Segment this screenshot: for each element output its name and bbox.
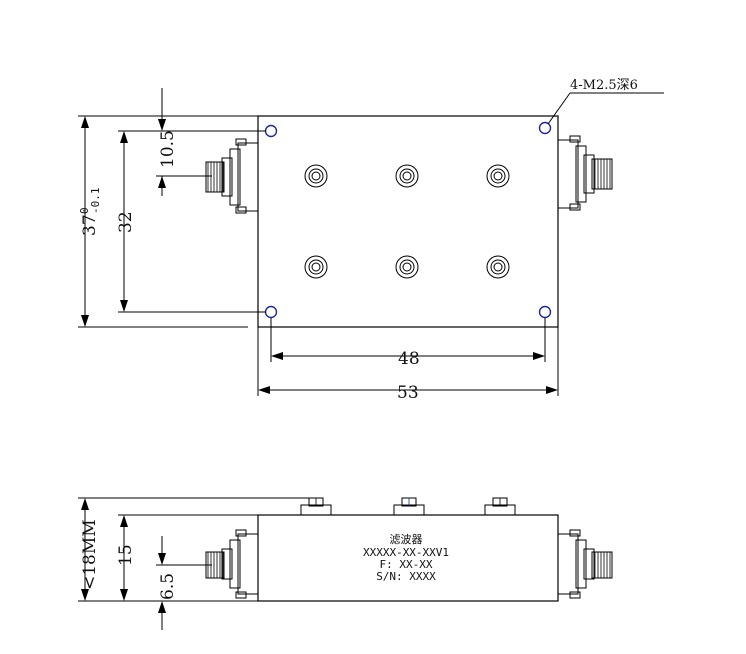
dim-15: 15 bbox=[116, 514, 258, 601]
dim-37-value: 37 bbox=[80, 214, 100, 236]
hole-callout: 4-M2.5深6 bbox=[547, 78, 664, 125]
dim-6-5: 6.5 bbox=[156, 536, 212, 630]
tuning-screw bbox=[486, 255, 510, 279]
dim-32-value: 32 bbox=[116, 211, 136, 233]
label-line-frequency: F: XX-XX bbox=[380, 558, 433, 571]
label-line-model: XXXXX-XX-XXV1 bbox=[363, 546, 449, 559]
top-view: 4-M2.5深6 37 0 -0.1 32 bbox=[78, 78, 664, 403]
dim-48-value: 48 bbox=[398, 349, 420, 369]
dim-53-value: 53 bbox=[397, 383, 419, 403]
dim-18: <18MM bbox=[78, 497, 310, 602]
right-connector-top bbox=[557, 135, 613, 211]
side-screw-head bbox=[300, 497, 332, 516]
product-label: 滤波器 XXXXX-XX-XXV1 F: XX-XX S/N: XXXX bbox=[363, 533, 449, 583]
dim-37: 37 0 -0.1 bbox=[78, 115, 258, 328]
dim-10-5-value: 10.5 bbox=[158, 130, 178, 168]
mounting-hole bbox=[538, 305, 552, 319]
dim-15-value: 15 bbox=[116, 544, 136, 566]
label-line-name: 滤波器 bbox=[390, 533, 423, 546]
dim-18-value: <18MM bbox=[80, 519, 100, 590]
label-line-serial: S/N: XXXX bbox=[376, 570, 436, 583]
top-view-body bbox=[257, 115, 559, 328]
dim-32: 32 bbox=[116, 130, 266, 313]
mounting-holes bbox=[264, 121, 552, 319]
right-connector-side bbox=[557, 529, 613, 599]
tuning-screw bbox=[304, 164, 328, 188]
mounting-hole bbox=[264, 124, 278, 138]
tuning-screw bbox=[486, 164, 510, 188]
dim-37-tol-upper: 0 bbox=[78, 207, 91, 214]
hole-callout-text: 4-M2.5深6 bbox=[570, 78, 638, 93]
side-view: 滤波器 XXXXX-XX-XXV1 F: XX-XX S/N: XXXX bbox=[78, 497, 613, 630]
left-connector-top bbox=[205, 138, 259, 214]
tuning-screws bbox=[304, 164, 510, 279]
dim-10-5: 10.5 bbox=[156, 88, 212, 196]
dim-6-5-value: 6.5 bbox=[158, 573, 178, 600]
side-screw-head bbox=[393, 497, 425, 516]
side-screw-heads bbox=[300, 497, 516, 516]
side-screw-head bbox=[484, 497, 516, 516]
dim-48: 48 bbox=[270, 318, 546, 369]
tuning-screw bbox=[395, 255, 419, 279]
mounting-hole bbox=[538, 121, 552, 135]
tuning-screw bbox=[304, 255, 328, 279]
dim-37-tol-lower: -0.1 bbox=[89, 188, 102, 215]
left-connector-side bbox=[205, 529, 259, 599]
dim-53: 53 bbox=[257, 327, 559, 403]
tuning-screw bbox=[395, 164, 419, 188]
mounting-hole bbox=[264, 305, 278, 319]
